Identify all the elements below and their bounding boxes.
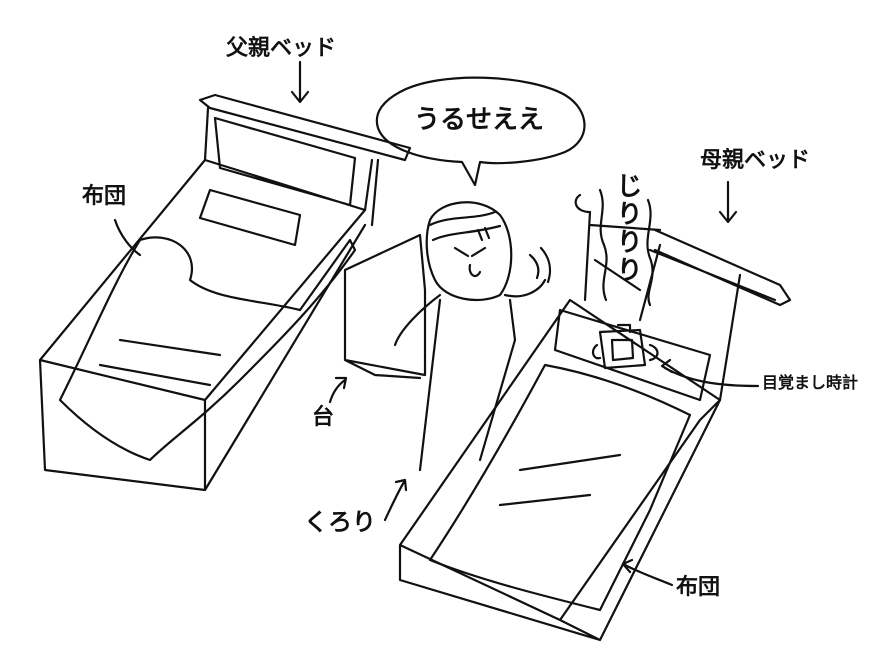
father-bed-label: 父親ベッド xyxy=(226,36,337,61)
mother-bed-frame xyxy=(398,298,722,642)
futon-left-label: 布団 xyxy=(82,184,127,209)
person-figure xyxy=(393,201,552,472)
father-bed-pillow xyxy=(198,188,302,247)
person-head xyxy=(425,201,513,302)
futon-right-label: 布団 xyxy=(676,575,721,600)
alarm-sound-lines xyxy=(598,188,654,307)
arrow-mother-bed xyxy=(718,180,738,224)
father-bed-frame xyxy=(38,158,367,492)
person-body xyxy=(393,278,547,472)
mother-bed xyxy=(398,193,792,642)
stand-label: 台 xyxy=(312,405,335,430)
alarm-sound-label: じりりり xyxy=(612,172,642,284)
mother-bed-pillow xyxy=(553,308,712,402)
futon-right-drawing xyxy=(428,363,692,612)
speech-text: うるせええ xyxy=(414,105,545,135)
arrow-futon-right xyxy=(621,558,674,587)
person-motion-lines xyxy=(528,246,552,284)
person-hair xyxy=(428,210,502,242)
alarm-clock-label: 目覚まし時計 xyxy=(762,373,859,392)
futon-left-drawing xyxy=(58,236,357,462)
rolling-label: くろり xyxy=(304,508,376,536)
mother-bed-label: 母親ベッド xyxy=(700,148,811,173)
father-bed-headboard xyxy=(198,93,412,227)
arrow-father-bed xyxy=(290,60,310,104)
alarm-clock-drawing xyxy=(591,323,659,370)
arrow-futon-left xyxy=(113,218,142,257)
father-bed xyxy=(38,93,412,492)
stand-box xyxy=(343,233,427,380)
person-face xyxy=(453,226,491,278)
arrow-stand xyxy=(328,376,348,404)
arrow-clock xyxy=(660,358,760,388)
speech-bubble xyxy=(375,76,586,187)
arrow-rolling xyxy=(383,478,408,522)
